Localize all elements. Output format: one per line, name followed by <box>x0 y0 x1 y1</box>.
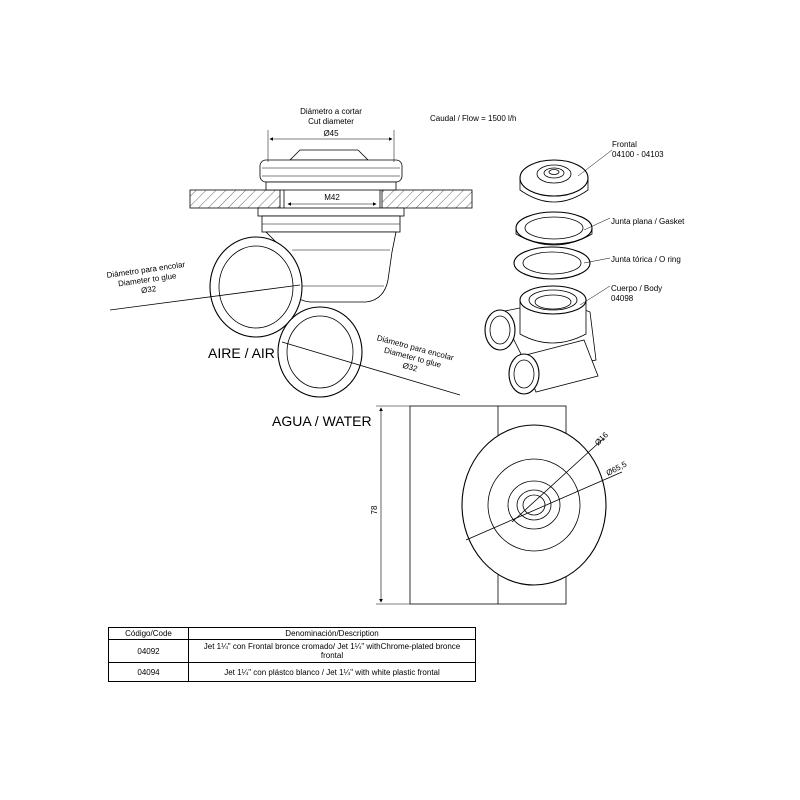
dim-height: 78 <box>370 505 379 514</box>
air-label: AIRE / AIR <box>208 345 275 361</box>
row-code: 04092 <box>108 639 189 663</box>
exploded-view: Frontal 04100 - 04103 Junta plana / Gask… <box>484 140 685 395</box>
cut-diameter-en: Cut diameter <box>308 117 354 126</box>
body-label: Cuerpo / Body <box>611 284 662 293</box>
row-description: Jet 1¼" con Frontal bronce cromado/ Jet … <box>188 639 476 663</box>
table-row: 04094 Jet 1¼" con plástco blanco / Jet 1… <box>108 662 476 682</box>
header-description: Denominación/Description <box>188 627 476 640</box>
wall-right <box>381 189 473 209</box>
table-row: 04092 Jet 1¼" con Frontal bronce cromado… <box>108 639 476 663</box>
frontal-codes: 04100 - 04103 <box>612 150 664 159</box>
row-code: 04094 <box>108 662 189 682</box>
front-view: Ø16 Ø65,5 78 <box>370 405 629 605</box>
flow-label: Caudal / Flow = 1500 l/h <box>430 114 517 123</box>
frontal-label: Frontal <box>612 140 637 149</box>
cut-diameter-value: Ø45 <box>323 129 339 138</box>
header-code: Código/Code <box>108 627 189 640</box>
body-code: 04098 <box>611 294 634 303</box>
wall-left <box>189 189 281 209</box>
dim-inner: Ø16 <box>593 430 610 447</box>
glue-left-value: Ø32 <box>141 284 158 295</box>
table-header-row: Código/Code Denominación/Description <box>108 627 476 640</box>
cut-diameter-es: Diámetro a cortar <box>300 107 362 116</box>
dim-outer: Ø65,5 <box>605 459 629 477</box>
section-view: M42 Diámetro a cortar Cut diameter Ø45 D… <box>106 107 473 429</box>
oring-label: Junta tórica / O ring <box>611 255 681 264</box>
water-label: AGUA / WATER <box>272 413 372 429</box>
row-description: Jet 1¼" con plástco blanco / Jet 1¼" wit… <box>188 662 476 682</box>
spec-table: Código/Code Denominación/Description 040… <box>108 627 476 682</box>
glue-right-value: Ø32 <box>402 361 419 374</box>
thread-label: M42 <box>324 193 340 202</box>
gasket-label: Junta plana / Gasket <box>611 217 685 226</box>
